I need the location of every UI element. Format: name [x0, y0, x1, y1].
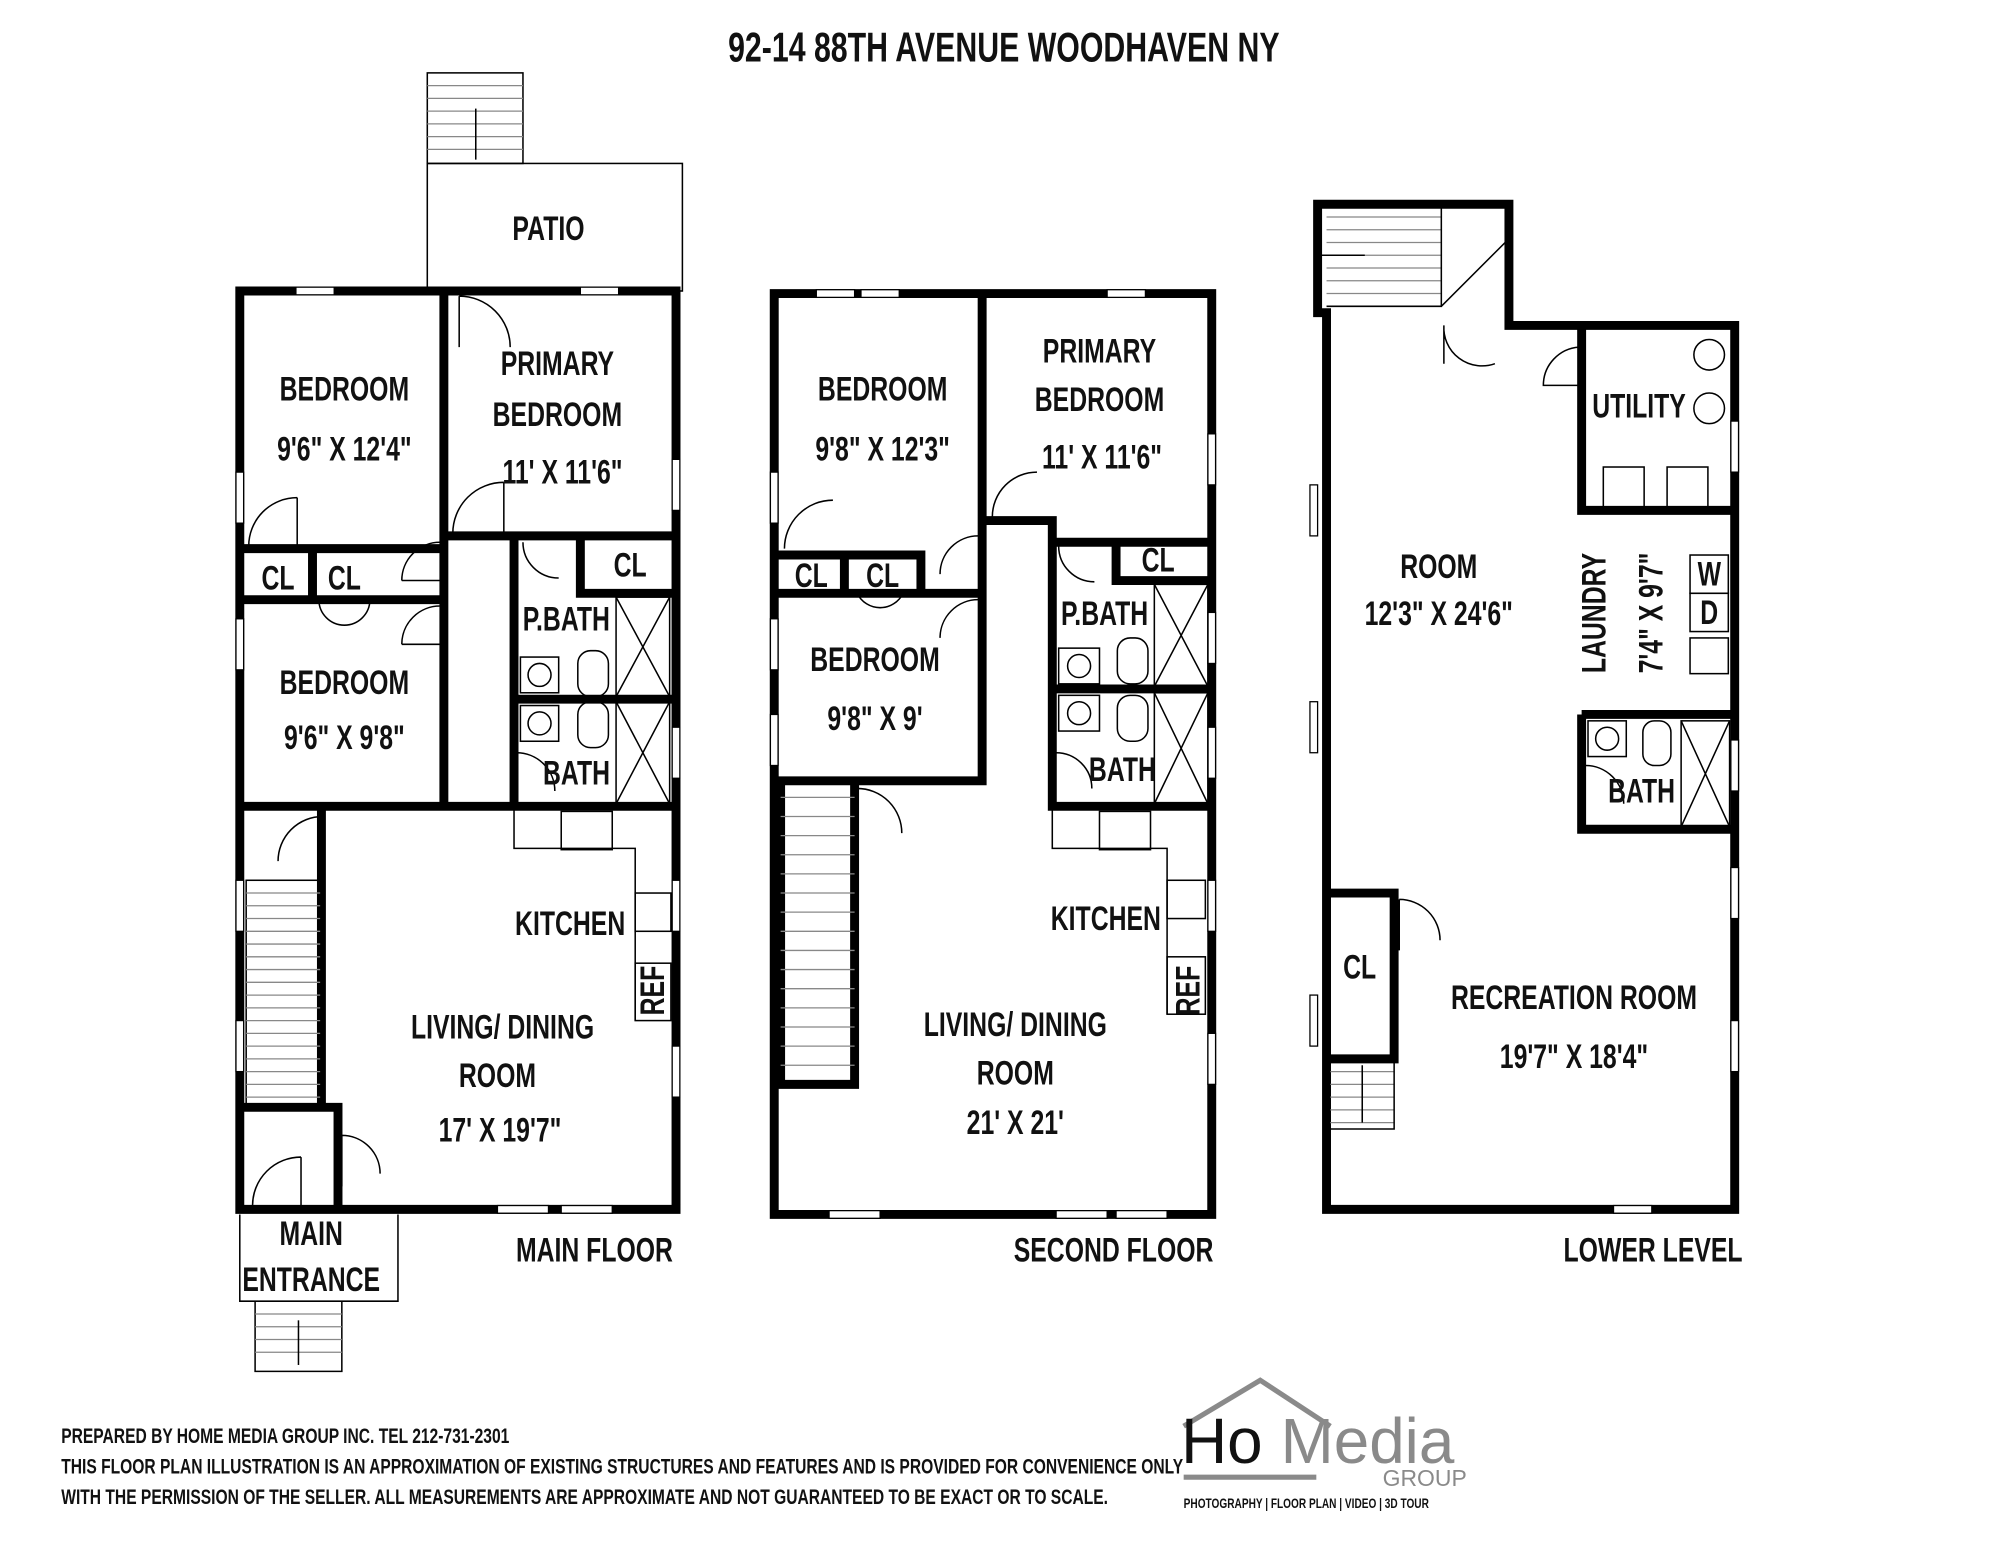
- primary-bedroom-label-2: BEDROOM: [1035, 381, 1164, 419]
- bedroom-2-label: BEDROOM: [280, 664, 409, 702]
- primary-bedroom-size: 11' X 11'6": [502, 454, 622, 492]
- main-floor-label: MAIN FLOOR: [516, 1232, 673, 1270]
- room-size: 12'3" X 24'6": [1365, 595, 1513, 633]
- lower-level: UTILITY ROOM 12'3" X 24'6" LAUNDRY 7'4" …: [1309, 199, 1743, 1270]
- room-label: ROOM: [1400, 548, 1477, 586]
- bath-label: BATH: [1089, 751, 1156, 789]
- second-floor-exterior-wall: [769, 289, 1217, 1219]
- lower-level-exterior-wall: [1313, 199, 1740, 1214]
- utility-label: UTILITY: [1592, 387, 1686, 425]
- living-dining-label-2: ROOM: [459, 1057, 536, 1095]
- main-floor-stairs: [245, 879, 321, 1109]
- homedia-logo: Ho Media GROUP PHOTOGRAPHY | FLOOR PLAN …: [1181, 1377, 1467, 1511]
- living-dining-size: 21' X 21': [967, 1104, 1064, 1142]
- main-floor: PATIO BEDROOM 9'6" X 12'4" PR: [235, 72, 684, 1373]
- logo-group: GROUP: [1383, 1465, 1467, 1491]
- kitchen-label: KITCHEN: [515, 905, 625, 943]
- primary-bath-label: P.BATH: [523, 600, 610, 638]
- closet-label: CL: [1142, 542, 1175, 580]
- logo-tagline: PHOTOGRAPHY | FLOOR PLAN | VIDEO | 3D TO…: [1184, 1495, 1429, 1511]
- primary-bedroom-label: PRIMARY: [501, 345, 614, 383]
- logo-ho: Ho: [1181, 1405, 1263, 1477]
- ref-label: REF: [1170, 966, 1208, 1016]
- dryer-label: D: [1700, 594, 1718, 632]
- closet-label: CL: [328, 560, 361, 598]
- primary-bedroom-label: PRIMARY: [1043, 333, 1156, 371]
- closet-label: CL: [614, 547, 647, 585]
- bedroom-2-label: BEDROOM: [810, 641, 939, 679]
- living-dining-label: LIVING/ DINING: [411, 1009, 594, 1047]
- closet-label: CL: [1343, 949, 1376, 987]
- closet-label: CL: [866, 557, 899, 595]
- lower-level-label: LOWER LEVEL: [1564, 1232, 1743, 1270]
- laundry-label: LAUNDRY: [1575, 553, 1613, 673]
- footer-disclaimer-2: WITH THE PERMISSION OF THE SELLER. ALL M…: [61, 1486, 1108, 1510]
- primary-bedroom-label-2: BEDROOM: [493, 396, 622, 434]
- second-floor-label: SECOND FLOOR: [1014, 1232, 1214, 1270]
- closet-label: CL: [795, 557, 828, 595]
- bedroom-2-size: 9'6" X 9'8": [284, 719, 405, 757]
- footer-disclaimer: THIS FLOOR PLAN ILLUSTRATION IS AN APPRO…: [61, 1455, 1183, 1479]
- bedroom-size: 9'6" X 12'4": [277, 431, 412, 469]
- living-dining-label: LIVING/ DINING: [924, 1006, 1107, 1044]
- patio-stairs: [426, 72, 524, 165]
- bedroom-label: BEDROOM: [280, 371, 409, 409]
- main-entrance-label: MAIN: [280, 1215, 343, 1253]
- bedroom-size: 9'8" X 12'3": [815, 431, 950, 469]
- living-dining-size: 17' X 19'7": [439, 1112, 562, 1150]
- primary-bedroom-size: 11' X 11'6": [1042, 438, 1162, 476]
- plan-title: 92-14 88TH AVENUE WOODHAVEN NY: [728, 24, 1280, 71]
- living-dining-label-2: ROOM: [977, 1055, 1054, 1093]
- bedroom-label: BEDROOM: [818, 371, 947, 409]
- bath-label: BATH: [1608, 773, 1675, 811]
- bath-label: BATH: [543, 755, 610, 793]
- bedroom-2-size: 9'8" X 9': [827, 700, 922, 738]
- ref-label: REF: [634, 966, 672, 1016]
- recreation-room-label: RECREATION ROOM: [1451, 979, 1697, 1017]
- primary-bath-label: P.BATH: [1061, 595, 1148, 633]
- patio-label: PATIO: [512, 210, 584, 248]
- footer-prepared-by: PREPARED BY HOME MEDIA GROUP INC. TEL 21…: [61, 1424, 509, 1448]
- laundry-size: 7'4" X 9'7": [1633, 553, 1671, 674]
- closet-label: CL: [262, 560, 295, 598]
- recreation-room-size: 19'7" X 18'4": [1500, 1038, 1648, 1076]
- main-entrance-label-2: ENTRANCE: [242, 1261, 380, 1299]
- logo-media: Media: [1281, 1405, 1455, 1477]
- washer-label: W: [1698, 556, 1722, 594]
- kitchen-label: KITCHEN: [1051, 900, 1161, 938]
- second-floor: BEDROOM 9'8" X 12'3" PRIMARY BEDROOM 11'…: [769, 289, 1217, 1270]
